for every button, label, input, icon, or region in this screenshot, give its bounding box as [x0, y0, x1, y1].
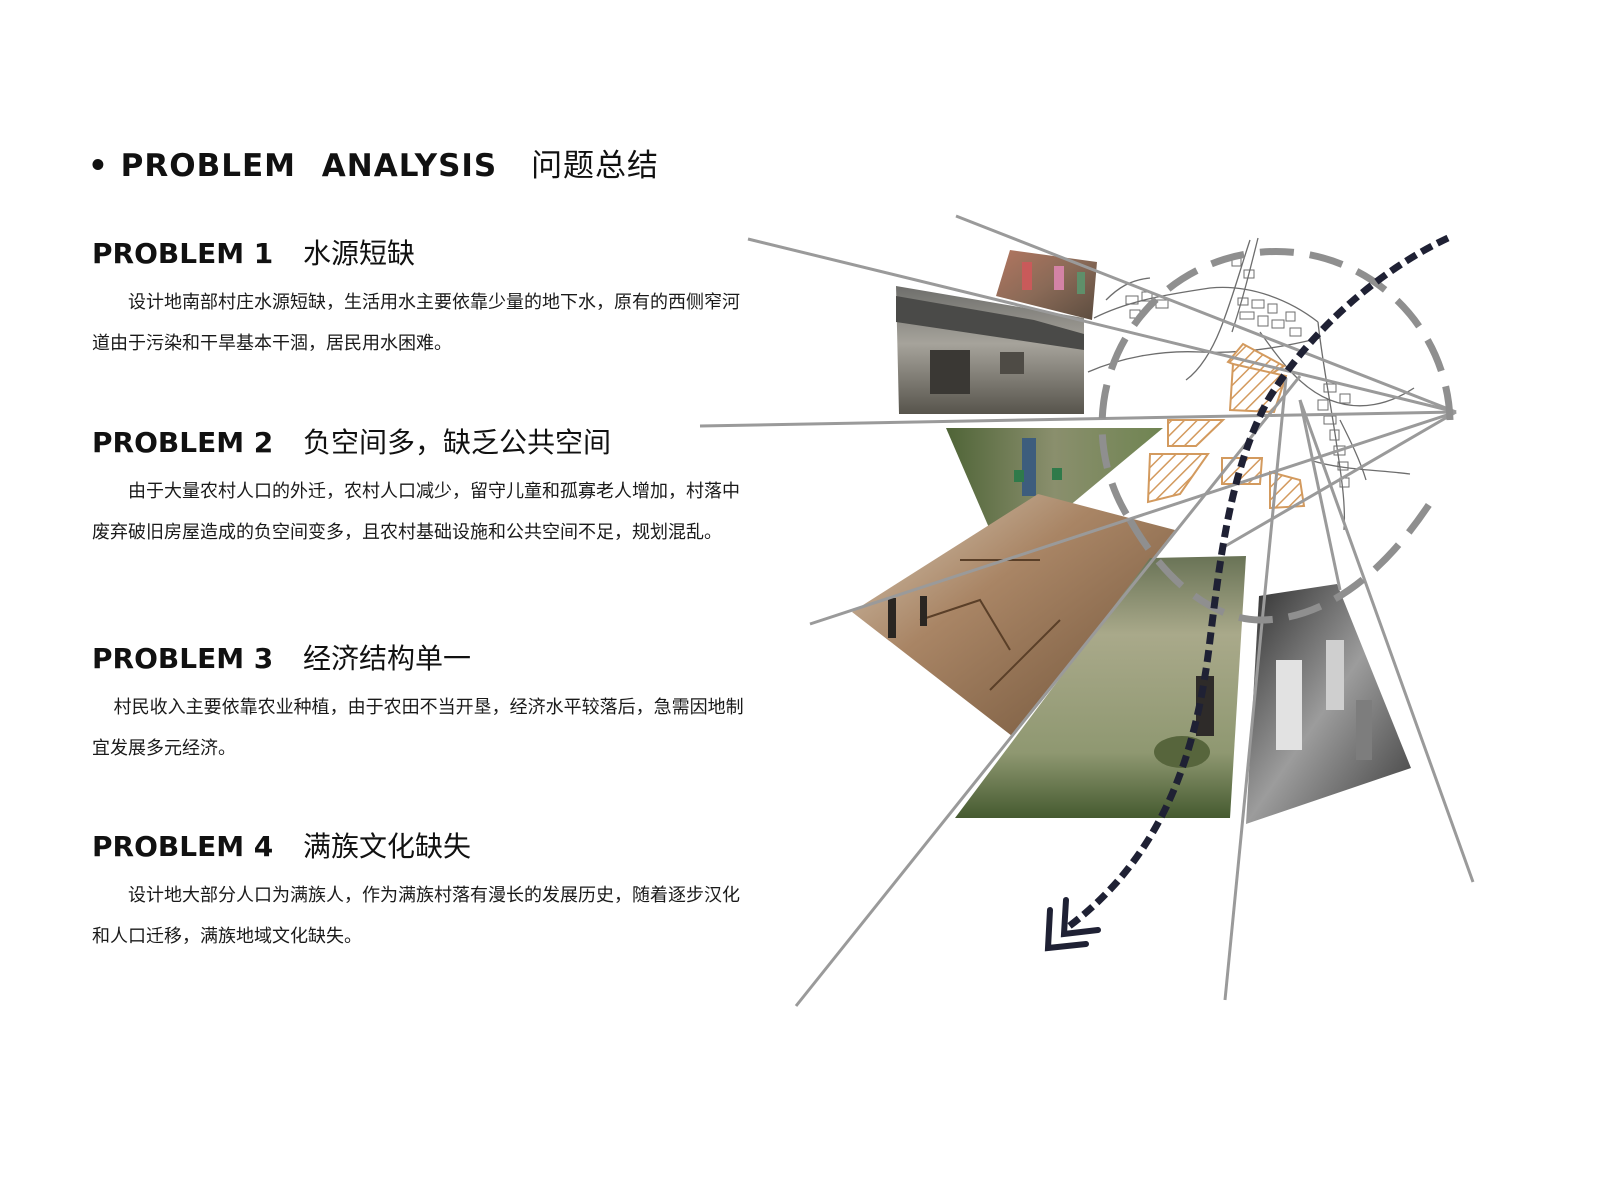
problem-1-heading: PROBLEM 1 水源短缺 — [92, 232, 752, 272]
title-chinese: 问题总结 — [531, 148, 660, 184]
problem-4-label: PROBLEM 4 — [92, 830, 274, 863]
photo-farmland — [955, 556, 1246, 818]
title-english: PROBLEM ANALYSIS — [120, 148, 498, 184]
problem-3-heading: PROBLEM 3 经济结构单一 — [92, 637, 752, 677]
radial-lines — [699, 214, 1475, 1007]
problem-1-title: 水源短缺 — [303, 237, 416, 270]
photo-dry-earth — [852, 494, 1175, 736]
migration-arrow — [1061, 234, 1450, 933]
photo-manchu-performance — [1246, 584, 1411, 824]
problem-3-text: 村民收入主要依靠农业种植，由于农田不当开垦，经济水平较落后，急需因地制宜发展多元… — [92, 697, 744, 759]
hatched-zones — [1146, 342, 1306, 510]
dashed-circle — [1098, 248, 1454, 522]
dashed-circle-lower — [1126, 498, 1435, 624]
double-chevron-arrow-icon — [1044, 897, 1101, 952]
problem-2-heading: PROBLEM 2 负空间多，缺乏公共空间 — [92, 421, 752, 461]
problem-2-text: 由于大量农村人口的外迁，农村人口减少，留守儿童和孤寡老人增加，村落中废弃破旧房屋… — [92, 481, 740, 543]
problem-4: PROBLEM 4 满族文化缺失 设计地大部分人口为满族人，作为满族村落有漫长的… — [92, 825, 752, 957]
photo-children — [996, 250, 1097, 320]
problem-3-title: 经济结构单一 — [303, 642, 472, 675]
title-bullet: • — [88, 148, 109, 184]
photo-old-house — [896, 286, 1084, 414]
problem-2-label: PROBLEM 2 — [92, 426, 274, 459]
problem-1: PROBLEM 1 水源短缺 设计地南部村庄水源短缺，生活用水主要依靠少量的地下… — [92, 232, 752, 364]
problem-1-text: 设计地南部村庄水源短缺，生活用水主要依靠少量的地下水，原有的西侧窄河道由于污染和… — [92, 292, 740, 354]
problem-1-label: PROBLEM 1 — [92, 237, 274, 270]
problem-4-text: 设计地大部分人口为满族人，作为满族村落有漫长的发展历史，随着逐步汉化和人口迁移，… — [92, 885, 740, 947]
page-title: • PROBLEM ANALYSIS 问题总结 — [88, 140, 659, 185]
problem-3: PROBLEM 3 经济结构单一 村民收入主要依靠农业种植，由于农田不当开垦，经… — [92, 637, 752, 769]
village-map — [1087, 237, 1415, 531]
photo-water-carrier — [946, 428, 1163, 530]
problem-4-title: 满族文化缺失 — [303, 830, 472, 863]
problem-4-heading: PROBLEM 4 满族文化缺失 — [92, 825, 752, 865]
problem-2: PROBLEM 2 负空间多，缺乏公共空间 由于大量农村人口的外迁，农村人口减少… — [92, 421, 752, 553]
problem-2-title: 负空间多，缺乏公共空间 — [303, 426, 612, 459]
problem-3-label: PROBLEM 3 — [92, 642, 274, 675]
